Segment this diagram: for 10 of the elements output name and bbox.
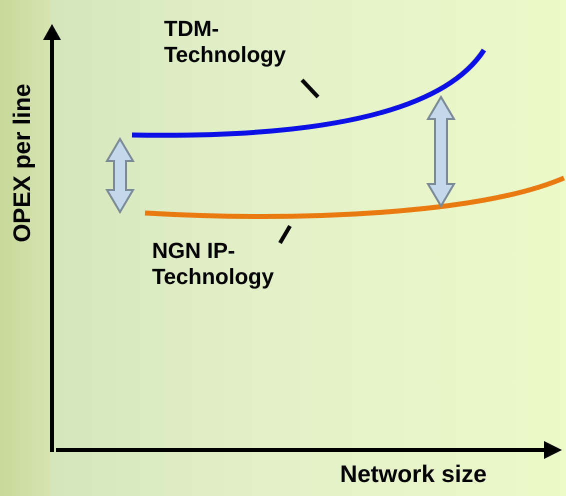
- curve: [132, 48, 486, 138]
- curve: [144, 176, 565, 219]
- leader-line: [278, 224, 292, 244]
- curve-label: NGN IP- Technology: [152, 238, 312, 290]
- axis-title: Network size: [340, 462, 487, 488]
- double-arrow: [426, 95, 456, 208]
- axis-title: OPEX per line: [10, 82, 36, 244]
- double-arrow: [105, 137, 135, 214]
- leader-line: [300, 78, 320, 98]
- curve-label: TDM- Technology: [164, 16, 324, 68]
